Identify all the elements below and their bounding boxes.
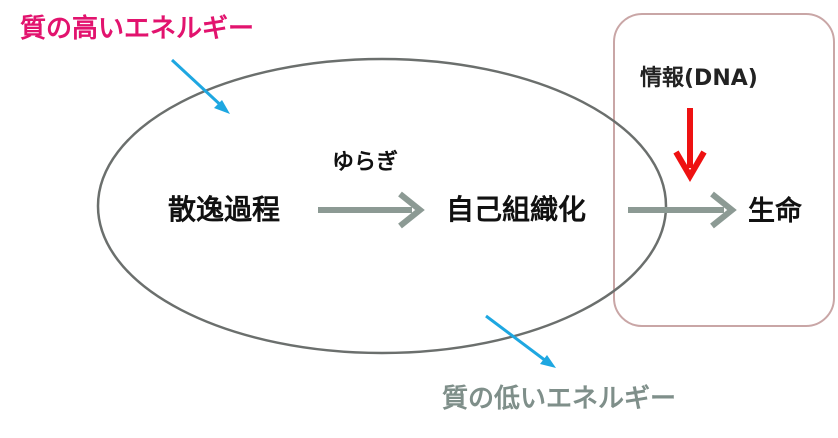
process-arrowhead-2	[710, 191, 737, 229]
low-quality-energy-label: 質の低いエネルギー	[442, 384, 677, 414]
life-label: 生命	[748, 196, 802, 227]
self-organization-label: 自己組織化	[446, 193, 587, 226]
information-arrowhead	[673, 150, 707, 182]
dissipative-process-label: 散逸過程	[168, 193, 281, 226]
energy-inflow-arrow	[170, 58, 228, 112]
energy-outflow-arrow	[485, 314, 551, 366]
system-ellipse	[96, 57, 668, 355]
energy-outflow-arrowhead	[540, 355, 556, 368]
process-arrowhead-1	[398, 191, 425, 229]
energy-inflow-arrowhead	[214, 100, 230, 114]
high-quality-energy-label: 質の高いエネルギー	[20, 14, 255, 44]
fluctuation-label: ゆらぎ	[332, 150, 399, 175]
information-dna-label: 情報(DNA)	[640, 66, 758, 91]
life-region-box	[613, 13, 835, 327]
